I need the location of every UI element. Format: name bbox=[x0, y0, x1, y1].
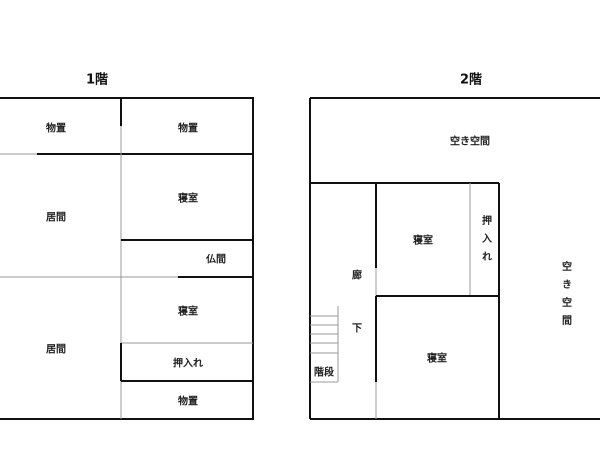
room-bedroom-upper: 寝室 bbox=[178, 193, 198, 205]
room-stairs: 階段 bbox=[314, 367, 334, 379]
floor2-title: 2階 bbox=[459, 72, 483, 88]
room-living-upper: 居間 bbox=[46, 212, 66, 224]
room-bedroom-lower-2f: 寝室 bbox=[427, 353, 447, 365]
stairs-steps bbox=[310, 306, 339, 383]
floor1-plan bbox=[0, 97, 254, 420]
room-corridor-char1: 廊 bbox=[352, 270, 362, 282]
room-bedroom-lower: 寝室 bbox=[178, 306, 198, 318]
room-storage-top-left: 物置 bbox=[46, 123, 66, 135]
floor1-title: 1階 bbox=[85, 72, 109, 88]
room-bedroom-upper-2f: 寝室 bbox=[413, 235, 433, 247]
room-empty-space-top: 空き空間 bbox=[450, 136, 490, 148]
room-closet: 押入れ bbox=[173, 358, 203, 370]
room-corridor-char2: 下 bbox=[352, 323, 362, 335]
room-closet-2f: 押入れ bbox=[479, 215, 491, 269]
floor2-plan bbox=[309, 97, 600, 420]
room-storage-bottom: 物置 bbox=[178, 396, 198, 408]
room-storage-top-right: 物置 bbox=[178, 123, 198, 135]
room-living-lower: 居間 bbox=[46, 344, 66, 356]
room-empty-space-right: 空き空間 bbox=[559, 261, 571, 333]
room-buddhist: 仏間 bbox=[206, 254, 226, 266]
